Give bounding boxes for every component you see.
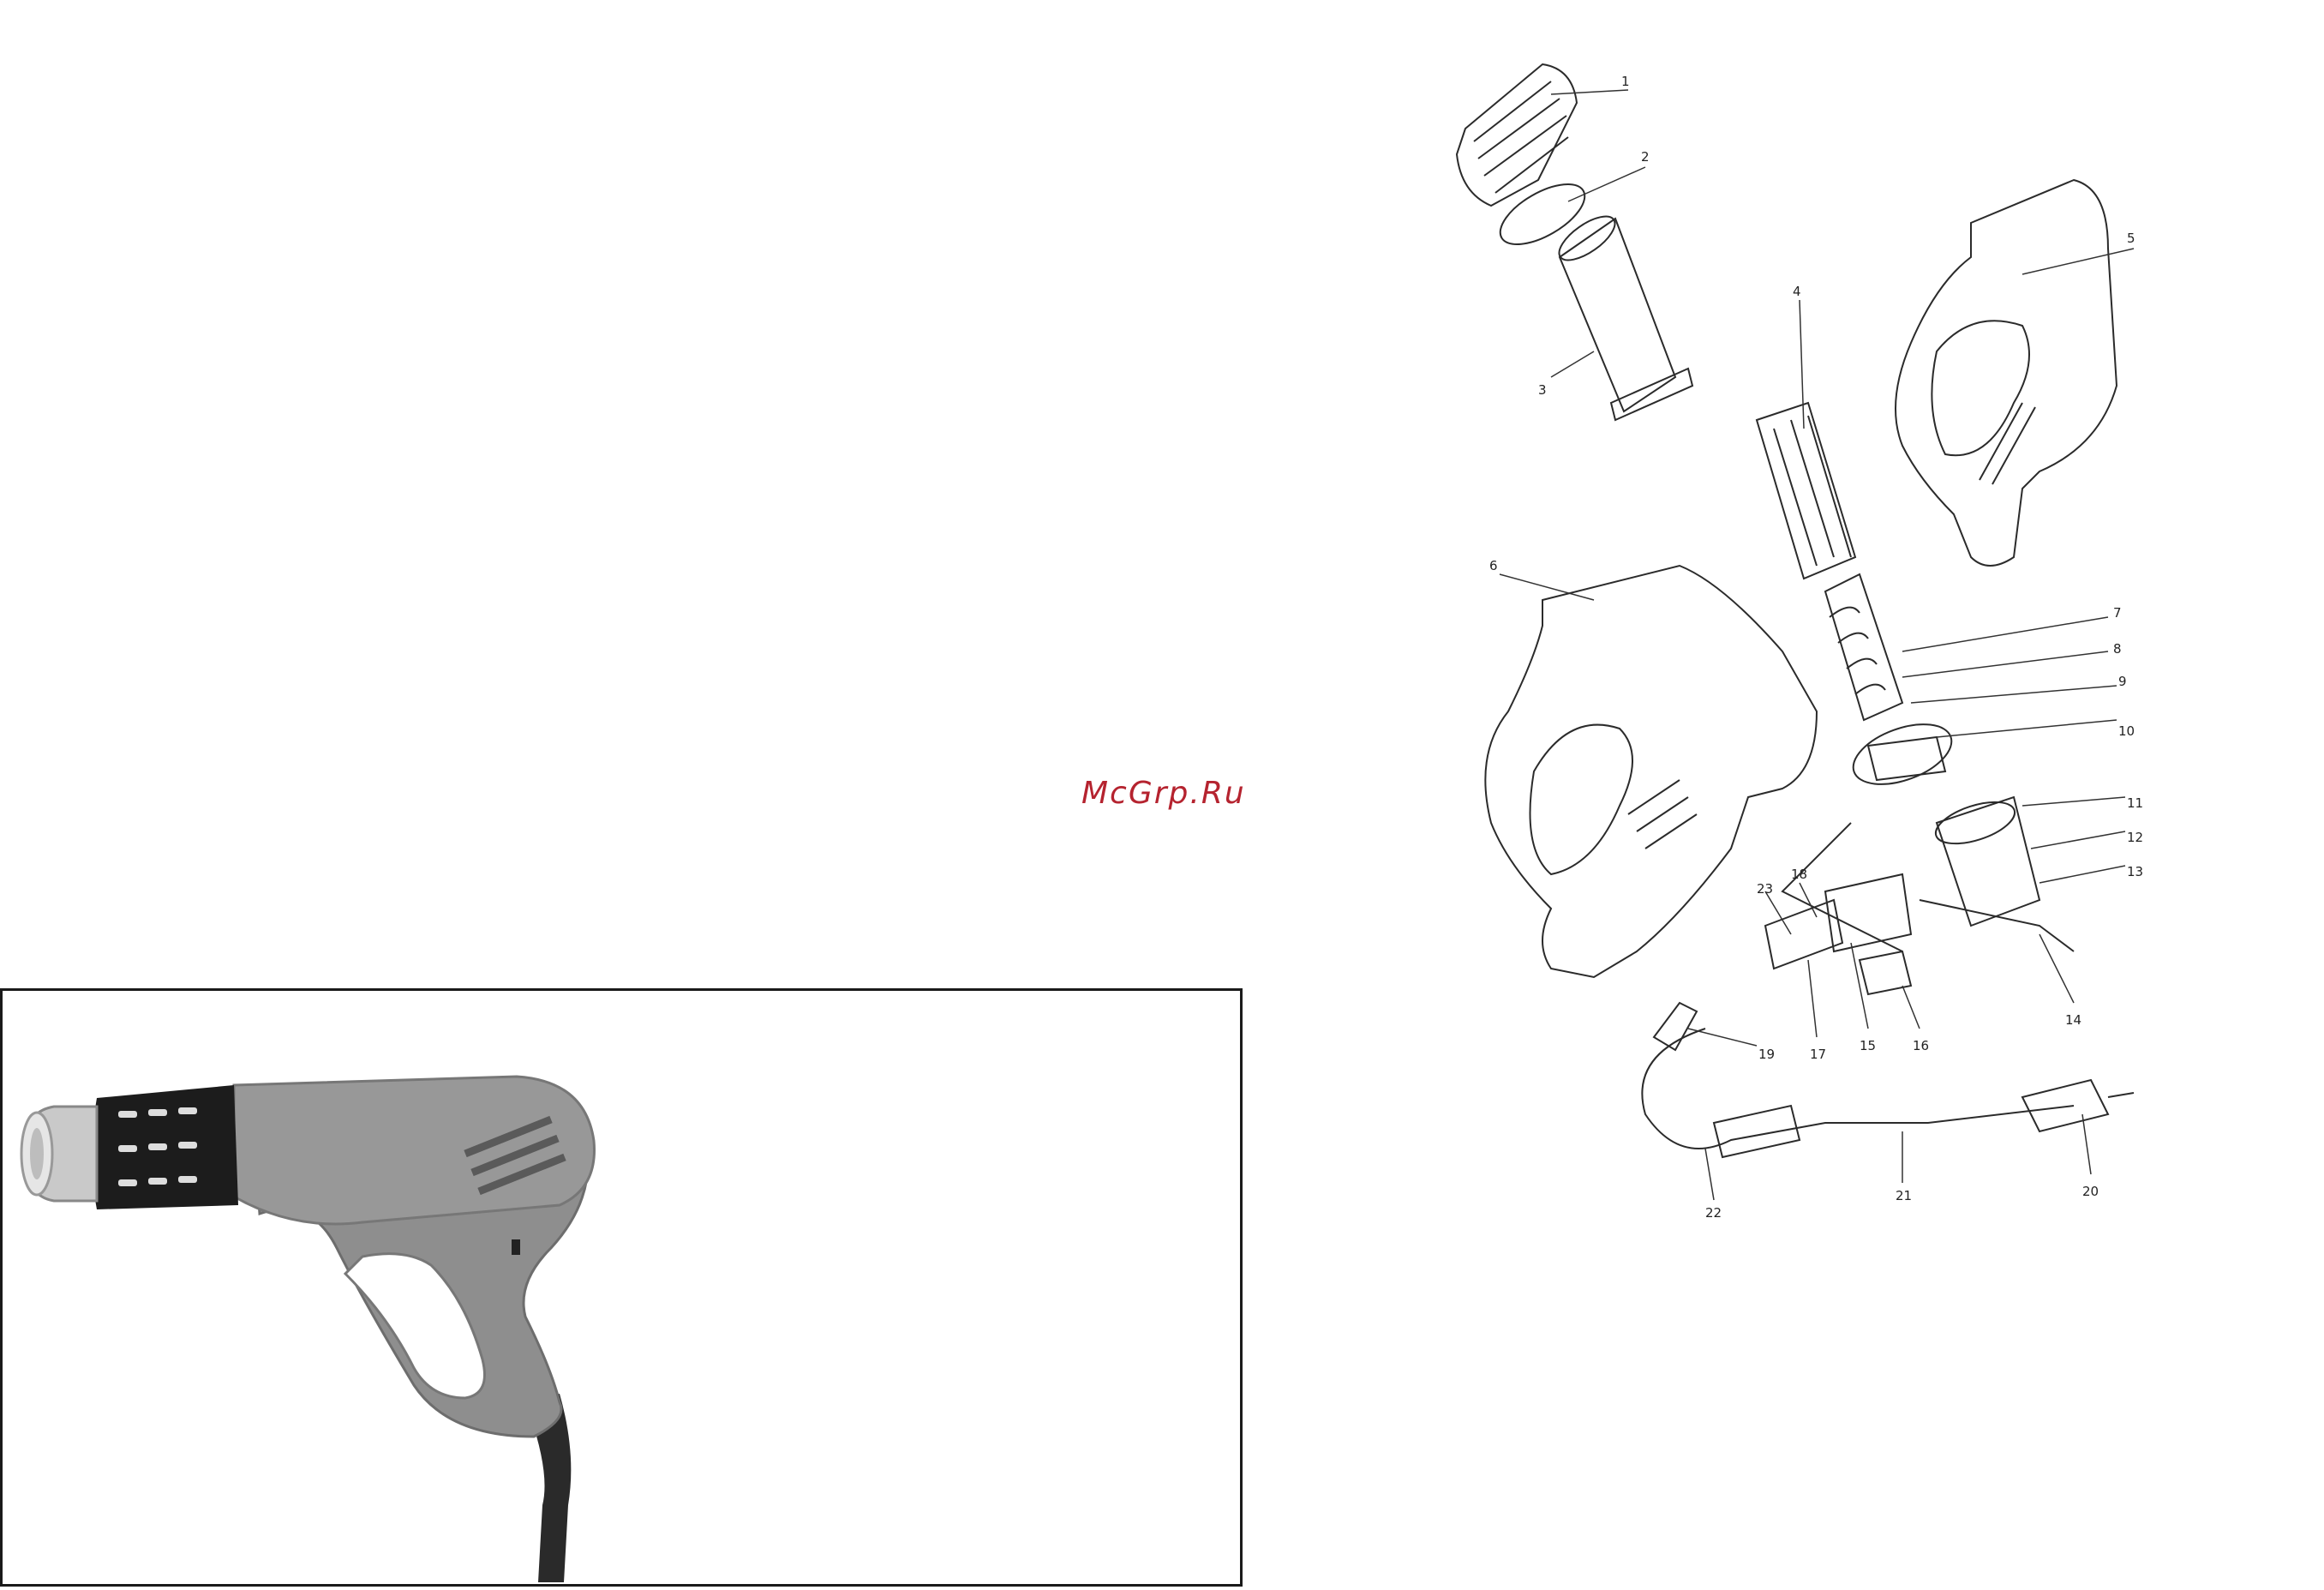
part-label-21: 21	[1896, 1188, 1912, 1203]
part-label-2: 2	[1641, 149, 1650, 165]
part-7-heating-element	[1825, 574, 1902, 720]
part-19-clamp	[1654, 1003, 1697, 1050]
part-label-12: 12	[2127, 830, 2143, 845]
heat-gun-photo	[3, 991, 1240, 1584]
part-label-18: 18	[1791, 867, 1807, 882]
part-label-7: 7	[2113, 605, 2122, 621]
product-photo-frame	[0, 988, 1243, 1587]
watermark: McGrp.Ru	[1081, 776, 1246, 811]
part-6-housing-left	[1485, 566, 1817, 977]
part-label-22: 22	[1705, 1205, 1722, 1221]
part-label-9: 9	[2118, 674, 2127, 689]
part-4-inner-tube	[1757, 403, 1855, 579]
exploded-parts-diagram: 1 2 3 4 5 6 7 8 9 10 11 12 13 14 15 16 1…	[1423, 0, 2324, 1590]
part-label-1: 1	[1621, 74, 1630, 89]
part-15-board	[1825, 874, 1911, 951]
part-label-15: 15	[1860, 1038, 1876, 1053]
part-number-labels: 1 2 3 4 5 6 7 8 9 10 11 12 13 14 15 16 1…	[1489, 74, 2143, 1221]
part-label-8: 8	[2113, 641, 2122, 657]
part-label-20: 20	[2082, 1184, 2099, 1199]
part-label-5: 5	[2127, 231, 2135, 246]
part-label-11: 11	[2127, 795, 2143, 811]
part-label-13: 13	[2127, 864, 2143, 879]
part-label-17: 17	[1810, 1047, 1826, 1062]
part-label-10: 10	[2118, 723, 2135, 739]
part-label-3: 3	[1538, 382, 1547, 398]
part-label-16: 16	[1913, 1038, 1929, 1053]
part-label-6: 6	[1489, 558, 1498, 573]
part-10-fan	[1845, 712, 1959, 795]
part-label-4: 4	[1793, 284, 1801, 299]
part-5-housing-right	[1896, 180, 2117, 566]
part-20-22-cord	[1642, 1029, 2074, 1149]
part-label-19: 19	[1758, 1047, 1775, 1062]
part-label-23: 23	[1757, 881, 1773, 897]
part-14-wire	[1782, 823, 2074, 951]
part-label-14: 14	[2065, 1012, 2081, 1028]
